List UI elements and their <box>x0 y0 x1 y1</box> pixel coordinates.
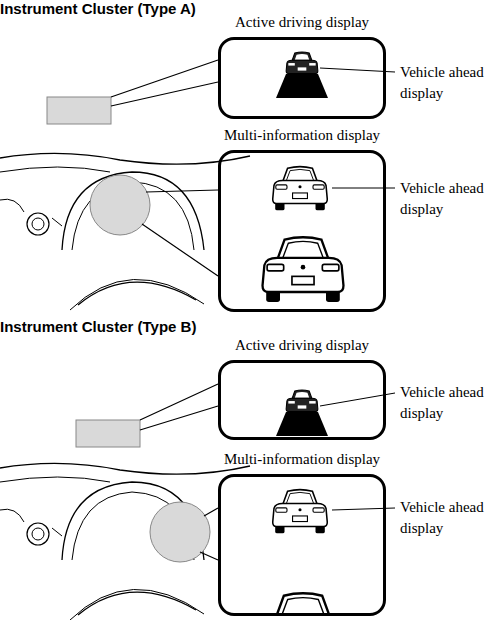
display-heading: Multi-information display <box>201 451 403 468</box>
display-heading: Active driving display <box>201 337 403 354</box>
display-heading: Active driving display <box>201 14 403 31</box>
part-label: Vehicle ahead display <box>400 497 494 539</box>
display-callout: Active driving display <box>218 360 386 440</box>
display-callout: Multi-information display <box>218 474 386 616</box>
part-label: Vehicle ahead display <box>400 178 494 220</box>
part-label: Vehicle ahead display <box>400 382 494 424</box>
part-label: Vehicle ahead display <box>400 62 494 104</box>
section-title: Instrument Cluster (Type A) <box>0 0 196 17</box>
display-callout: Active driving display <box>218 37 386 119</box>
section-title: Instrument Cluster (Type B) <box>0 318 196 335</box>
display-heading: Multi-information display <box>201 127 403 144</box>
display-callout: Multi-information display <box>218 150 386 312</box>
